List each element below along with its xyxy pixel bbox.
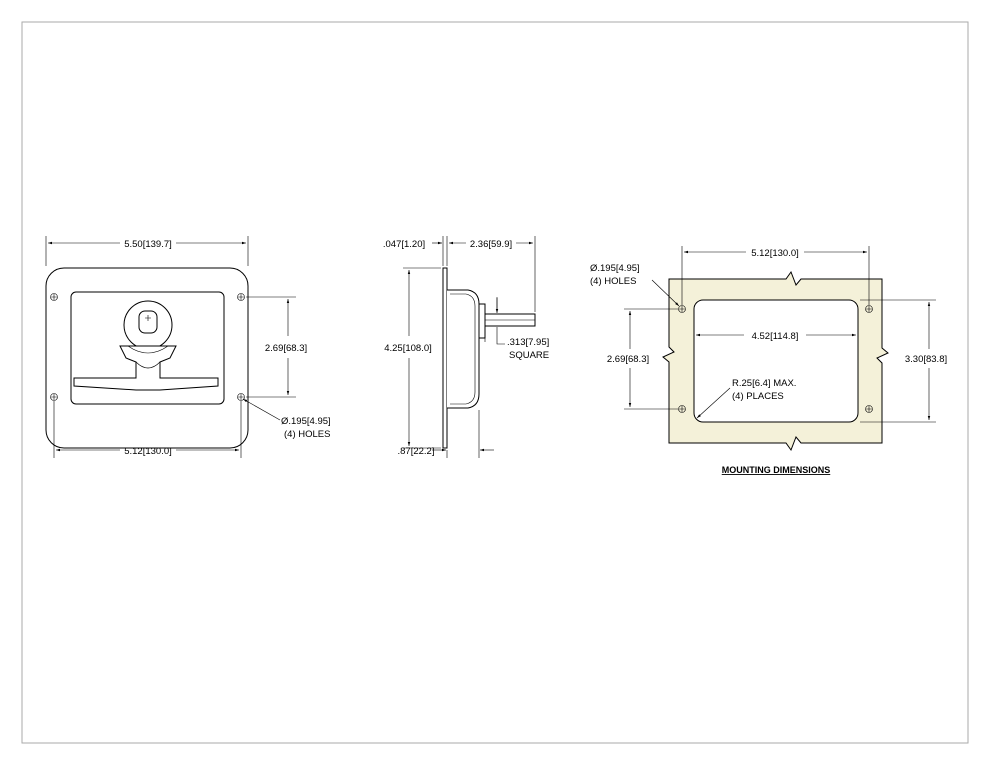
dim-hole-spacing-h: 5.12[130.0] bbox=[124, 446, 172, 457]
dim-hole-count: (4) HOLES bbox=[284, 429, 330, 440]
dim-cutout-width: 4.52[114.8] bbox=[752, 331, 799, 342]
mounting-cutout bbox=[693, 299, 859, 423]
mounting-title: MOUNTING DIMENSIONS bbox=[722, 465, 831, 475]
mounting-holes bbox=[678, 305, 873, 413]
side-dimensions: .047[1.20] 2.36[59.9] 4.25[108.0] .313[7… bbox=[383, 236, 549, 458]
dim-overall-depth: 2.36[59.9] bbox=[470, 239, 512, 250]
dim-pan-depth: .87[22.2] bbox=[398, 446, 435, 457]
dim-mount-hole-diameter: Ø.195[4.95] bbox=[590, 263, 640, 274]
t-handle bbox=[73, 300, 219, 391]
side-view: .047[1.20] 2.36[59.9] 4.25[108.0] .313[7… bbox=[383, 236, 549, 458]
dim-corner-radius: R.25[6.4] MAX. bbox=[732, 378, 796, 389]
flange-holes bbox=[50, 293, 245, 401]
dim-height: 4.25[108.0] bbox=[384, 343, 432, 354]
dim-hole-diameter: Ø.195[4.95] bbox=[281, 416, 331, 427]
side-hub bbox=[478, 303, 486, 339]
dim-shaft-square: .313[7.95] bbox=[507, 337, 549, 348]
dim-mount-hole-spacing-v: 2.69[68.3] bbox=[607, 354, 649, 365]
mounting-dimensions: 5.12[130.0] Ø.195[4.95] (4) HOLES 4.52[1… bbox=[590, 246, 947, 423]
dim-shaft-square-note: SQUARE bbox=[509, 350, 549, 361]
side-pan bbox=[447, 289, 480, 409]
dim-hole-spacing-v: 2.69[68.3] bbox=[265, 343, 307, 354]
dim-flange-thickness: .047[1.20] bbox=[383, 239, 425, 250]
mounting-view: 5.12[130.0] Ø.195[4.95] (4) HOLES 4.52[1… bbox=[590, 246, 947, 475]
dim-corner-places: (4) PLACES bbox=[732, 391, 784, 402]
dim-overall-width: 5.50[139.7] bbox=[124, 239, 172, 250]
dim-cutout-height: 3.30[83.8] bbox=[905, 354, 947, 365]
sheet-border bbox=[21, 21, 969, 744]
front-view: 5.50[139.7] 5.12[130.0] 2.69[68.3] Ø.195… bbox=[45, 236, 331, 458]
side-flange bbox=[442, 267, 448, 449]
dim-mount-hole-spacing-h: 5.12[130.0] bbox=[751, 248, 799, 259]
front-dimensions: 5.50[139.7] 5.12[130.0] 2.69[68.3] Ø.195… bbox=[45, 236, 331, 458]
dim-mount-hole-count: (4) HOLES bbox=[590, 276, 636, 287]
